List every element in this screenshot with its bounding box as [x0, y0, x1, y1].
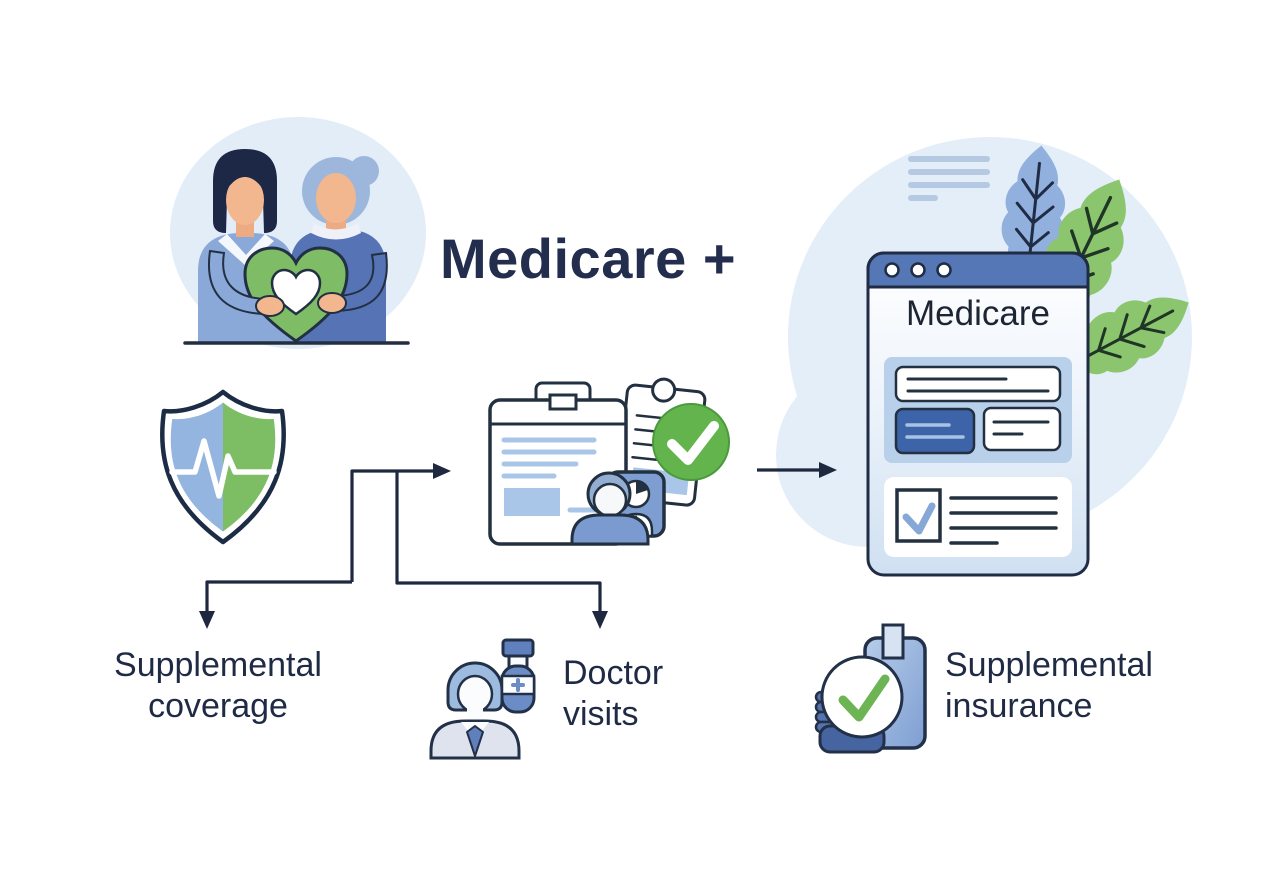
supplemental-coverage-label: Supplemental coverage [114, 646, 322, 725]
medicine-bottle-icon [500, 638, 536, 714]
window-dot-icon [936, 262, 952, 278]
arrow-to-doctor-visits [395, 472, 608, 629]
caregivers-holding-heart-icon [170, 117, 426, 349]
window-dot-icon [884, 262, 900, 278]
doctor-visits-label: Doctor visits [563, 654, 664, 733]
page-title: Medicare + [440, 227, 737, 290]
hand [317, 292, 347, 314]
supplemental-insurance-label: Supplemental insurance [945, 646, 1153, 725]
check-icon [838, 674, 890, 722]
doctor-medicine-bottle-icon [429, 638, 536, 760]
arrow-to-documents [350, 463, 451, 582]
hand [255, 295, 285, 317]
medicare-website-illustration [776, 137, 1192, 577]
green-leaf-icon [1063, 297, 1189, 375]
window-dot-icon [910, 262, 926, 278]
clipboard-clip [881, 623, 905, 660]
check-icon [902, 502, 936, 535]
browser-window [866, 251, 1090, 577]
pulse-line [169, 438, 277, 499]
blue-leaf-icon [1001, 145, 1066, 287]
approved-check-icon [652, 403, 730, 481]
secondary-card [982, 406, 1062, 452]
browser-header-bar [866, 251, 1090, 289]
arrow-to-supplemental-coverage [199, 580, 352, 629]
medical-documents-check-icon [488, 377, 730, 546]
text-lines-decoration [908, 156, 990, 201]
browser-page-title: Medicare [906, 294, 1050, 333]
doctor-figure [429, 661, 521, 760]
primary-button [894, 407, 976, 455]
health-shield-pulse-icon [160, 389, 286, 545]
green-heart-icon [243, 246, 349, 343]
approval-circle [820, 655, 904, 739]
insurance-approved-clipboard-icon [814, 623, 927, 754]
patient-figure [570, 471, 650, 546]
